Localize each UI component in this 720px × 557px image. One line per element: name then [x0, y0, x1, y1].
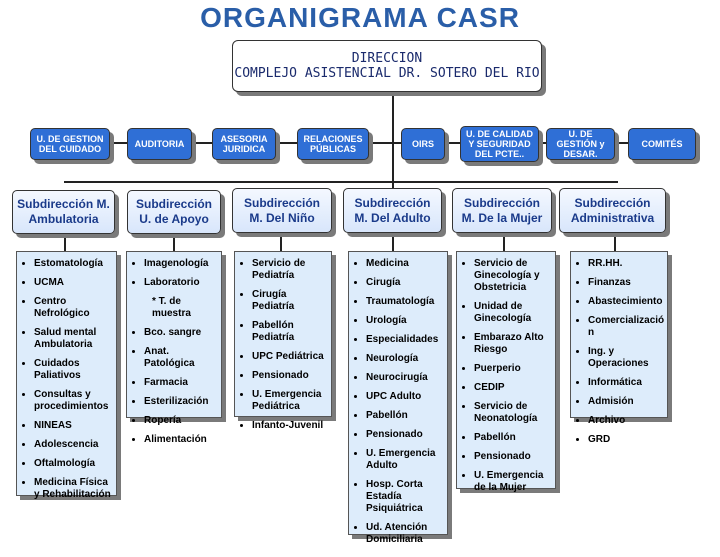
list-item: Medicina Física y Rehabilitación — [34, 477, 112, 501]
unit-gestion-cuidado[interactable]: U. DE GESTION DEL CUIDADO — [30, 128, 110, 160]
list-item: Ing. y Operaciones — [588, 346, 663, 370]
connector-sub-1 — [64, 235, 66, 252]
unit-relaciones-publicas[interactable]: RELACIONES PÚBLICAS — [297, 128, 369, 160]
list-item: Salud mental Ambulatoria — [34, 327, 112, 351]
list-item: Urología — [366, 315, 443, 327]
list-item: Neurología — [366, 353, 443, 365]
list-adulto: Medicina Cirugía Traumatología Urología … — [348, 251, 448, 545]
sub-administrativa[interactable]: Subdirección Administrativa — [559, 188, 666, 233]
sub-ambulatoria[interactable]: Subdirección M. Ambulatoria — [12, 190, 115, 234]
list-nino: Servicio de Pediatría Cirugía Pediatría … — [234, 251, 332, 431]
list-mujer: Servicio de Ginecología y Obstetricia Un… — [456, 251, 556, 493]
list-item: Adolescencia — [34, 439, 112, 451]
list-item: U. Emergencia de la Mujer — [474, 470, 551, 494]
list-item: Bco. sangre — [144, 327, 217, 339]
list-apoyo: Imagenología Laboratorio * T. de muestra… — [126, 251, 222, 445]
list-item: Imagenología — [144, 258, 217, 270]
list-item: Anat. Patológica — [144, 346, 217, 370]
list-item: Comercializació n — [588, 315, 664, 339]
connector-sub-6 — [614, 235, 616, 252]
list-item: Informática — [588, 377, 663, 389]
list-item: GRD — [588, 434, 663, 446]
list-item: Consultas y procedimientos — [34, 389, 112, 413]
sub-apoyo[interactable]: Subdirección U. de Apoyo — [127, 190, 221, 234]
list-item: Abastecimiento — [588, 296, 663, 308]
direccion-line2: COMPLEJO ASISTENCIAL DR. SOTERO DEL RIO — [234, 66, 540, 81]
connector-main-vertical — [392, 92, 394, 188]
direccion-box[interactable]: DIRECCION COMPLEJO ASISTENCIAL DR. SOTER… — [232, 40, 542, 92]
list-item: U. Emergencia Adulto — [366, 448, 443, 472]
list-item: Alimentación — [144, 434, 217, 446]
list-item: Oftalmología — [34, 458, 112, 470]
connector-sub-4 — [392, 235, 394, 252]
list-item: UCMA — [34, 277, 112, 289]
list-item: Archivo — [588, 415, 663, 427]
list-item: Traumatología — [366, 296, 443, 308]
list-item: CEDIP — [474, 382, 551, 394]
list-item: UPC Adulto — [366, 391, 443, 403]
list-item: Esterilización — [144, 396, 217, 408]
list-item: Ud. Atención Domiciliaria — [366, 522, 443, 546]
list-item: Laboratorio — [144, 277, 217, 289]
list-item: Cirugía Pediatría — [252, 289, 327, 313]
connector-sub-5 — [503, 235, 505, 252]
page-title: ORGANIGRAMA CASR — [200, 2, 520, 33]
unit-calidad-seguridad[interactable]: U. DE CALIDAD Y SEGURIDAD DEL PCTE.. — [460, 126, 539, 162]
connector-sub-3 — [280, 235, 282, 252]
list-item: Servicio de Ginecología y Obstetricia — [474, 258, 551, 294]
list-item: * T. de muestra — [152, 296, 191, 319]
list-administrativa: RR.HH. Finanzas Abastecimiento Comercial… — [570, 251, 668, 445]
list-item: Estomatología — [34, 258, 112, 270]
list-item: Servicio de Pediatría — [252, 258, 327, 282]
list-item: Infanto-Juvenil — [252, 420, 327, 432]
list-ambulatoria: Estomatología UCMA Centro Nefrológico Sa… — [16, 251, 117, 500]
direccion-line1: DIRECCION — [351, 51, 423, 66]
list-item: Pensionado — [252, 370, 327, 382]
unit-gestion-desarrollo[interactable]: U. DE GESTIÓN y DESAR. — [546, 128, 615, 160]
unit-oirs[interactable]: OIRS — [401, 128, 445, 160]
unit-asesoria-juridica[interactable]: ASESORIA JURIDICA — [212, 128, 276, 160]
list-item: Centro Nefrológico — [34, 296, 112, 320]
list-item: Pabellón Pediatría — [252, 320, 327, 344]
sub-nino[interactable]: Subdirección M. Del Niño — [232, 188, 332, 233]
list-item: Pabellón — [474, 432, 551, 444]
list-item: Cuidados Paliativos — [34, 358, 112, 382]
list-item: Pensionado — [474, 451, 551, 463]
list-item: Hosp. Corta Estadía Psiquiátrica — [366, 479, 443, 515]
list-item: Embarazo Alto Riesgo — [474, 332, 551, 356]
list-item: Unidad de Ginecología — [474, 301, 551, 325]
list-item: Ropería — [144, 415, 217, 427]
unit-auditoria[interactable]: AUDITORIA — [127, 128, 192, 160]
list-item: RR.HH. — [588, 258, 663, 270]
list-item: Cirugía — [366, 277, 443, 289]
sub-mujer[interactable]: Subdirección M. De la Mujer — [452, 188, 552, 233]
list-item: Pensionado — [366, 429, 443, 441]
list-item: UPC Pediátrica — [252, 351, 327, 363]
list-item: Neurocirugía — [366, 372, 443, 384]
list-item: Especialidades — [366, 334, 443, 346]
sub-adulto[interactable]: Subdirección M. Del Adulto — [343, 188, 442, 233]
list-item: Farmacia — [144, 377, 217, 389]
list-item: Finanzas — [588, 277, 663, 289]
list-item: Admisión — [588, 396, 663, 408]
list-item: Medicina — [366, 258, 443, 270]
connector-sub-horizontal — [64, 181, 618, 183]
list-item: Puerperio — [474, 363, 551, 375]
connector-sub-2 — [173, 235, 175, 252]
list-item: Pabellón — [366, 410, 443, 422]
list-item: U. Emergencia Pediátrica — [252, 389, 327, 413]
list-item: Servicio de Neonatología — [474, 401, 551, 425]
list-item: NINEAS — [34, 420, 112, 432]
unit-comites[interactable]: COMITÉS — [628, 128, 696, 160]
